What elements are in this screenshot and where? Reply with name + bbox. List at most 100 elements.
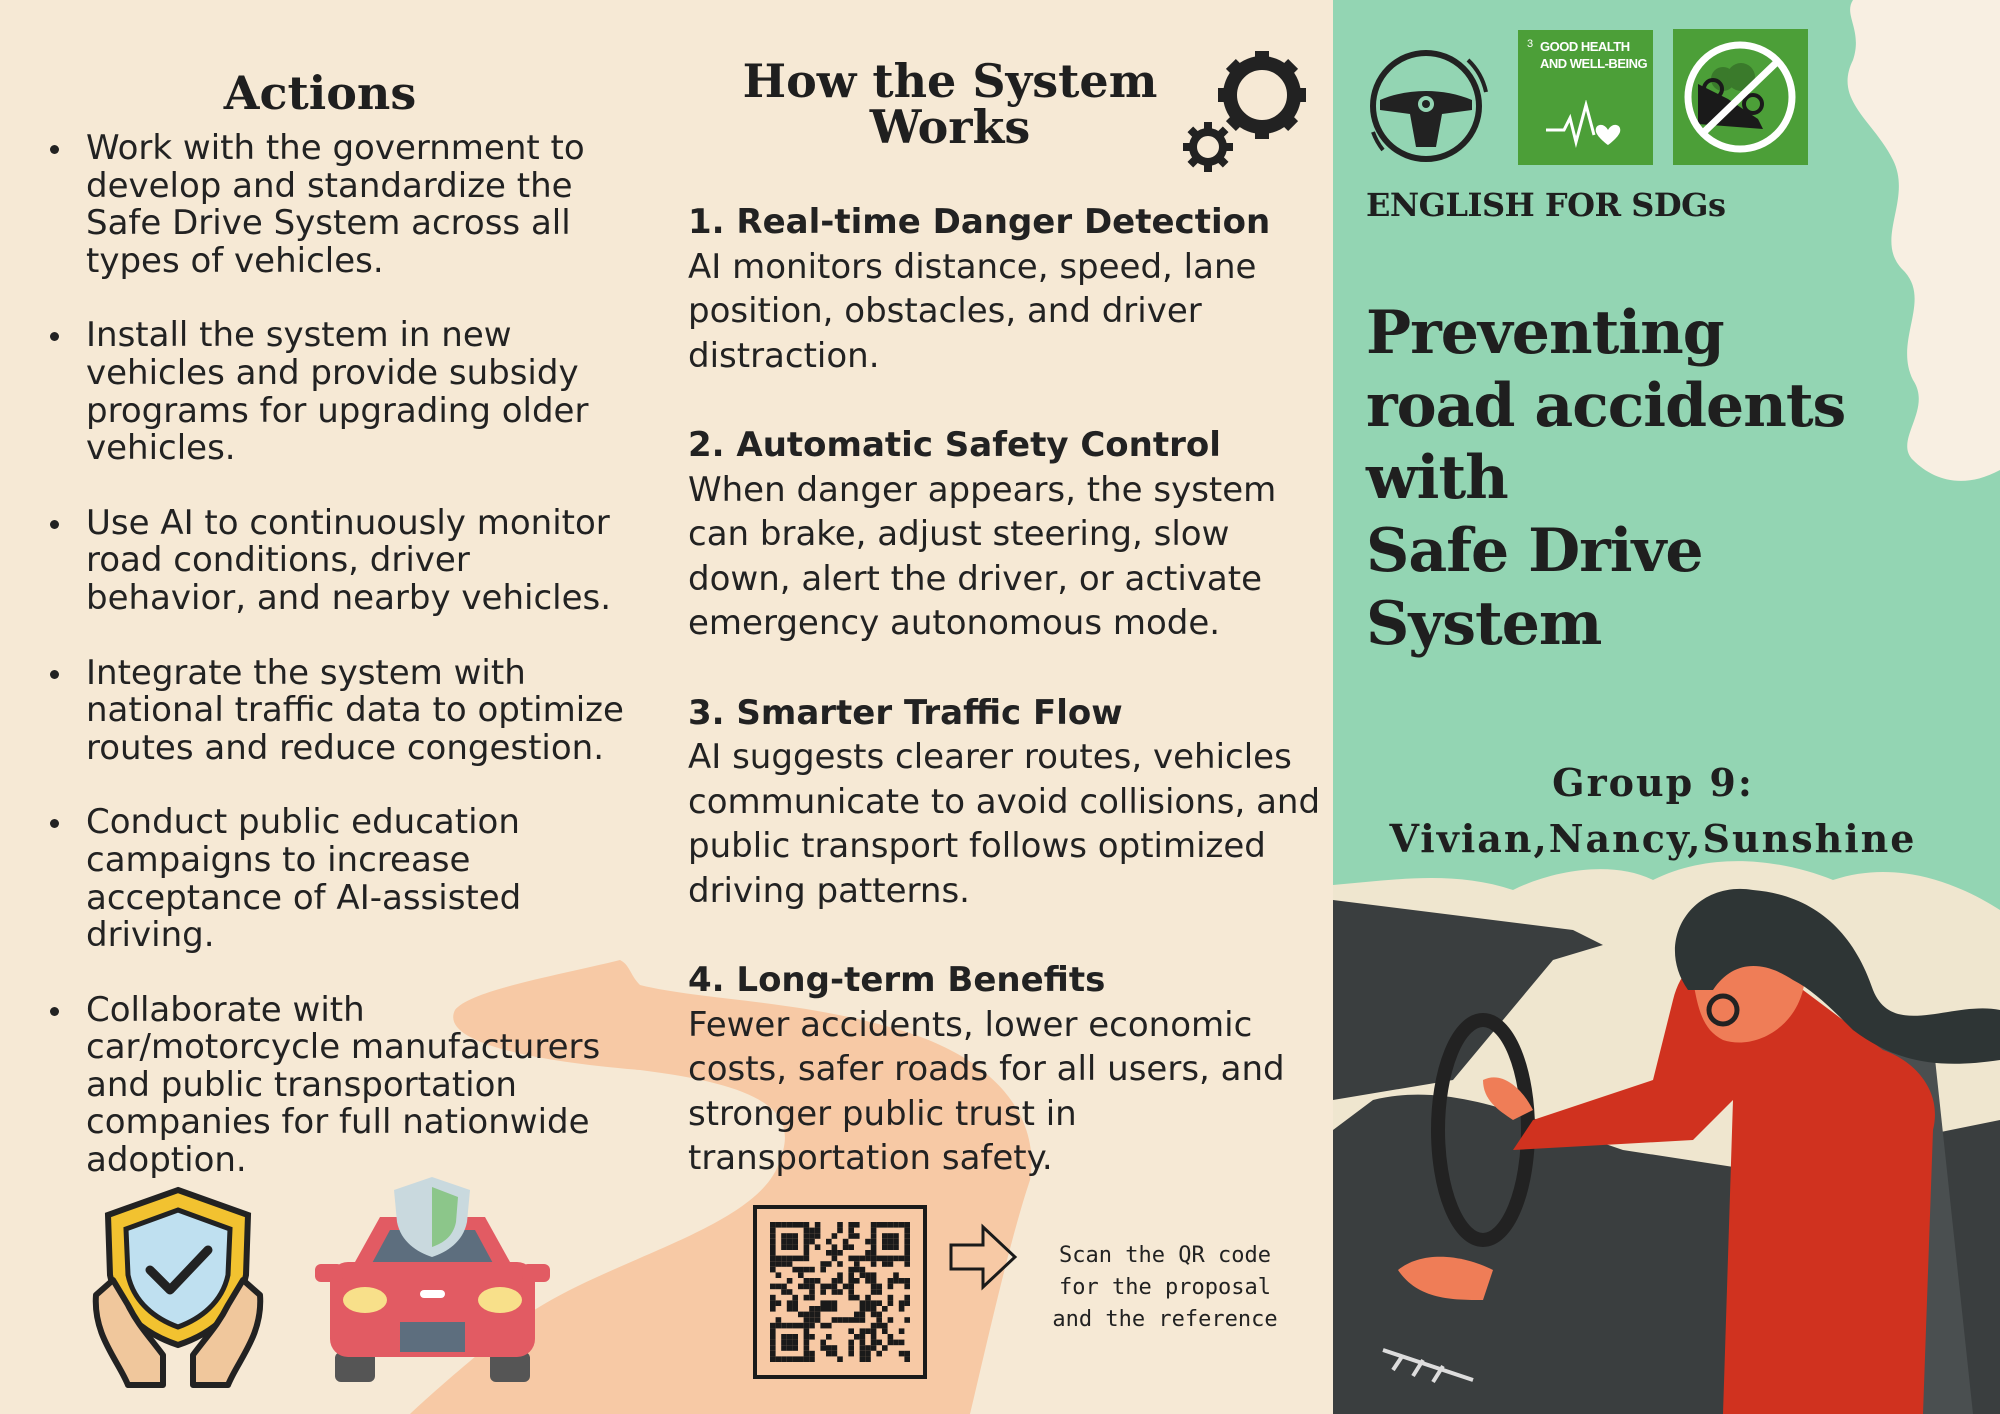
qr-module: [809, 1278, 815, 1284]
action-item: Use AI to continuously monitor road cond…: [48, 504, 648, 618]
action-text: Work with the government to develop and …: [86, 128, 585, 281]
qr-module: [781, 1334, 787, 1340]
qr-module: [770, 1244, 776, 1250]
actions-list: Work with the government to develop and …: [48, 128, 648, 1217]
qr-module: [882, 1238, 888, 1245]
qr-module: [865, 1255, 871, 1262]
qr-module: [887, 1255, 894, 1262]
qr-module: [792, 1306, 798, 1312]
no-crash-icon: [1684, 41, 1796, 153]
qr-module: [876, 1283, 882, 1290]
cream-cloud: [1847, 0, 2000, 481]
qr-module: [876, 1339, 882, 1346]
qr-module: [898, 1222, 905, 1228]
qr-module: [859, 1339, 866, 1346]
qr-module: [876, 1289, 882, 1295]
qr-module: [803, 1350, 810, 1357]
qr-module: [792, 1266, 798, 1273]
qr-module: [814, 1317, 821, 1323]
qr-module: [770, 1345, 776, 1351]
qr-module: [831, 1244, 838, 1250]
qr-module: [792, 1238, 798, 1245]
qr-module: [792, 1222, 798, 1228]
qr-module: [820, 1339, 826, 1346]
qr-module: [904, 1233, 910, 1239]
qr-module: [786, 1322, 793, 1329]
qr-code[interactable]: [753, 1205, 1033, 1385]
qr-module: [775, 1322, 782, 1329]
arrow-right-icon: [949, 1223, 1018, 1291]
qr-module: [826, 1350, 832, 1357]
qr-module: [859, 1350, 866, 1357]
qr-module: [786, 1238, 793, 1245]
qr-module: [887, 1278, 894, 1284]
qr-module: [837, 1222, 843, 1228]
panel-illustration: [1333, 0, 2000, 1414]
section-title: 1. Real-time Danger Detection: [688, 202, 1271, 242]
qr-module: [854, 1255, 860, 1262]
qr-module: [792, 1322, 798, 1329]
cover-panel: 3 GOOD HEALTH AND WELL-BEING ENGLISH FOR…: [1333, 0, 2000, 1414]
qr-module: [859, 1266, 866, 1273]
qr-module: [809, 1317, 815, 1323]
qr-module: [786, 1300, 793, 1306]
bullet-icon: [50, 1006, 59, 1016]
qr-module: [882, 1345, 888, 1351]
qr-module: [882, 1261, 888, 1267]
car-shield-icon: [315, 1177, 550, 1382]
gear-shifter-marks: [1382, 1348, 1474, 1384]
qr-module: [870, 1272, 877, 1278]
qr-module: [837, 1317, 843, 1323]
qr-module: [803, 1255, 810, 1262]
qr-module: [904, 1317, 910, 1323]
qr-module: [803, 1317, 810, 1323]
qr-module: [803, 1322, 810, 1329]
bullet-icon: [50, 519, 59, 529]
qr-module: [798, 1311, 804, 1318]
action-text: Integrate the system with national traff…: [86, 652, 624, 768]
qr-module: [803, 1250, 810, 1256]
heartbeat-icon: [1546, 100, 1621, 148]
qr-module: [809, 1311, 815, 1318]
qr-module: [820, 1306, 826, 1312]
qr-module: [865, 1294, 871, 1301]
qr-module: [792, 1255, 798, 1262]
actions-heading: Actions: [223, 66, 417, 120]
qr-module: [786, 1261, 793, 1267]
qr-module: [798, 1356, 804, 1362]
qr-module: [848, 1222, 854, 1228]
hair: [1674, 888, 2000, 1064]
qr-module: [786, 1255, 793, 1262]
qr-module: [786, 1289, 793, 1295]
qr-module: [814, 1244, 821, 1250]
qr-module: [893, 1238, 899, 1245]
group-credits: Group 9: Vivian,Nancy,Sunshine: [1363, 755, 1943, 867]
qr-module: [781, 1289, 787, 1295]
qr-module: [854, 1266, 860, 1273]
bullet-icon: [50, 145, 59, 154]
qr-module: [870, 1339, 877, 1346]
qr-module: [831, 1255, 838, 1262]
group-members: Vivian,Nancy,Sunshine: [1389, 816, 1917, 861]
action-text: Collaborate with car/motorcycle manufact…: [86, 989, 601, 1181]
qr-module: [770, 1261, 776, 1267]
qr-module: [770, 1334, 776, 1340]
qr-module: [792, 1345, 798, 1351]
how-it-works-heading: How the System Works: [742, 54, 1158, 154]
qr-module: [859, 1345, 866, 1351]
qr-module: [893, 1233, 899, 1239]
qr-module: [848, 1289, 854, 1295]
qr-module: [775, 1356, 782, 1362]
qr-module: [803, 1345, 810, 1351]
qr-module: [803, 1278, 810, 1284]
qr-module: [842, 1283, 849, 1290]
qr-module: [831, 1283, 838, 1290]
qr-module: [781, 1222, 787, 1228]
qr-module: [859, 1334, 866, 1340]
qr-module: [770, 1294, 776, 1301]
qr-module: [809, 1289, 815, 1295]
qr-module: [775, 1255, 782, 1262]
qr-module: [775, 1272, 782, 1278]
